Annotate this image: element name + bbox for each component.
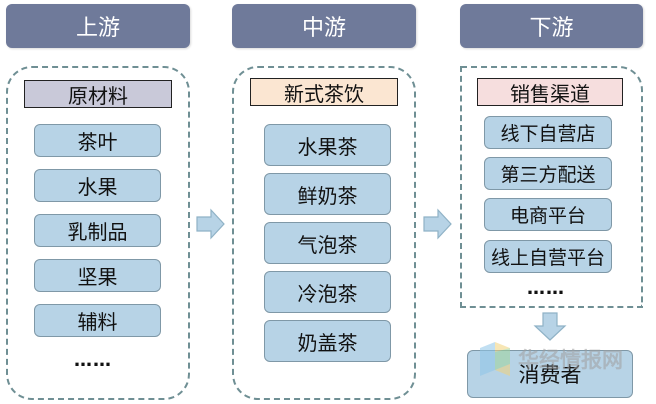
downstream-container [460, 66, 643, 308]
header-upstream: 上游 [6, 4, 190, 48]
downstream-item: 线下自营店 [484, 116, 612, 149]
upstream-item: 茶叶 [34, 124, 161, 157]
upstream-item: 辅料 [34, 304, 161, 337]
upstream-container [6, 66, 190, 400]
upstream-item: 水果 [34, 169, 161, 202]
midstream-item: 水果茶 [264, 124, 391, 166]
arrow-right-icon [423, 208, 452, 240]
downstream-item: 第三方配送 [484, 157, 612, 190]
header-downstream: 下游 [460, 4, 643, 48]
arrow-right-icon [196, 208, 225, 240]
midstream-container [232, 66, 416, 400]
downstream-item: 电商平台 [484, 198, 612, 231]
upstream-item: 坚果 [34, 259, 161, 292]
downstream-item: 线上自营平台 [484, 240, 612, 273]
midstream-item: 奶盖茶 [264, 320, 391, 362]
upstream-category: 原材料 [24, 80, 172, 108]
watermark-text: 华经情报网 [518, 348, 623, 372]
watermark-logo-icon [480, 342, 510, 376]
watermark: 华经情报网 [476, 340, 623, 378]
midstream-item: 鲜奶茶 [264, 173, 391, 215]
downstream-more: …… [527, 278, 565, 299]
upstream-more: …… [74, 350, 112, 371]
header-midstream: 中游 [232, 4, 416, 48]
midstream-category: 新式茶饮 [250, 78, 398, 106]
downstream-category: 销售渠道 [477, 78, 623, 106]
midstream-item: 冷泡茶 [264, 271, 391, 313]
arrow-down-icon [533, 312, 567, 341]
midstream-item: 气泡茶 [264, 222, 391, 264]
upstream-item: 乳制品 [34, 214, 161, 247]
